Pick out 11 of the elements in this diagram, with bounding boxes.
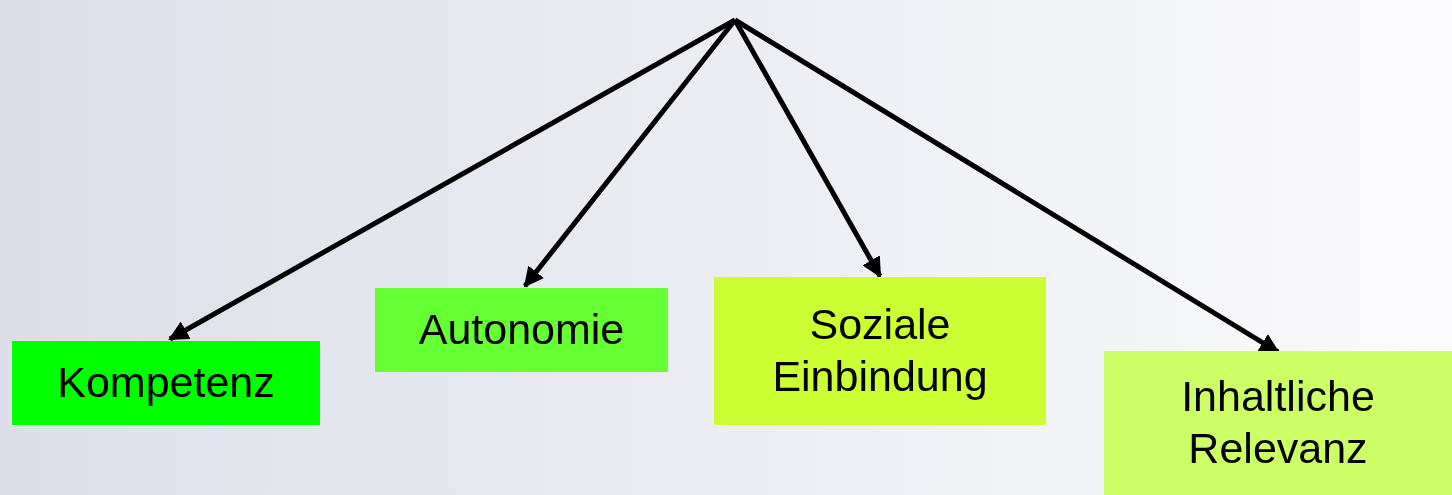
concept-box xyxy=(714,277,1046,425)
concept-label: Autonomie xyxy=(418,304,625,356)
arrow xyxy=(732,18,883,278)
concept-label: Kompetenz xyxy=(57,357,275,409)
concept-box xyxy=(1104,351,1452,495)
concept-label: Inhaltliche Relevanz xyxy=(1180,371,1376,474)
arrow xyxy=(168,17,737,342)
concept-box xyxy=(375,288,668,372)
concept-label: Soziale Einbindung xyxy=(771,299,989,402)
arrow xyxy=(523,18,737,288)
concept-box xyxy=(12,341,320,425)
